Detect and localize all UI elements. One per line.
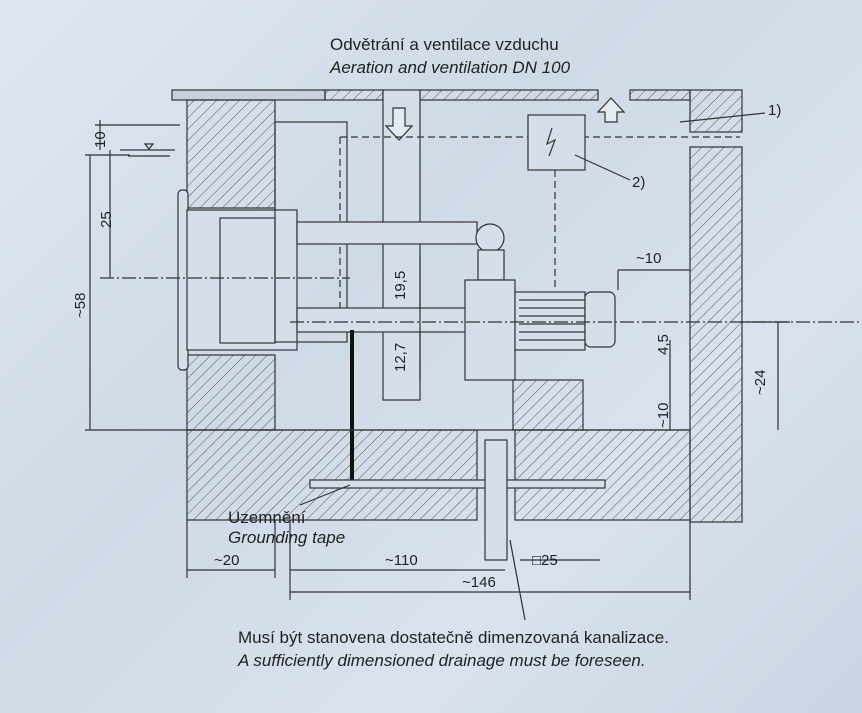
dim-25: 25: [98, 211, 115, 228]
top-slab-hatched-mid: [419, 89, 599, 101]
dim-10-right: ~10: [636, 250, 662, 267]
dim-25-square: □25: [532, 552, 558, 569]
top-slab-hatched-right: [629, 89, 691, 101]
callout-1: 1): [768, 102, 782, 119]
dim-110: ~110: [385, 552, 418, 569]
arrow-down-icon: [384, 107, 414, 141]
floor: [186, 429, 478, 521]
dim-12-7: 12,7: [392, 342, 409, 372]
left-wall-lower: [186, 354, 276, 431]
dim-19-5: 19,5: [392, 270, 409, 300]
grounding-plate: [309, 479, 606, 489]
right-wall: [689, 89, 743, 133]
drain-pipe: [484, 439, 508, 561]
vent-duct: [382, 89, 421, 401]
pump-plinth: [512, 379, 584, 431]
dim-24: ~24: [752, 369, 769, 395]
note-cz: Musí být stanovena dostatečně dimenzovan…: [238, 628, 669, 647]
dim-58: ~58: [72, 292, 89, 318]
callout-2: 2): [632, 174, 646, 191]
grounding-label-cz: Uzemnění: [228, 508, 306, 527]
pump-motor: [514, 291, 586, 351]
arrow-up-icon: [596, 97, 626, 123]
title-cz: Odvětrání a ventilace vzduchu: [330, 35, 559, 54]
dim-4-5: 4,5: [655, 334, 672, 355]
grounding-label-en: Grounding tape: [228, 528, 346, 547]
note-en: A sufficiently dimensioned drainage must…: [238, 651, 646, 670]
dim-20: ~20: [214, 552, 240, 569]
electric-box: [527, 114, 586, 171]
left-wall: [186, 99, 276, 209]
dim-10: 10: [92, 131, 109, 148]
pump: [464, 279, 516, 381]
top-slab: [171, 89, 326, 101]
floor-right: [514, 429, 691, 521]
title-en: Aeration and ventilation DN 100: [330, 58, 571, 77]
dim-146: ~146: [462, 574, 496, 591]
lightning-icon: [546, 127, 557, 157]
dim-10-vertical: ~10: [655, 402, 672, 428]
top-slab-hatched-left: [324, 89, 384, 101]
right-wall-lower: [689, 146, 743, 523]
